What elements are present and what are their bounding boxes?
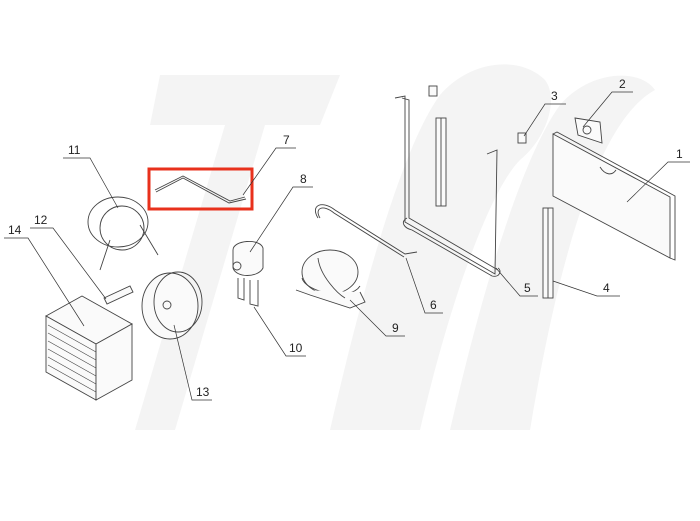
part-10-bracket (237, 278, 259, 307)
part-6-tube (315, 204, 418, 258)
part-12-filter-drier (103, 285, 134, 305)
callout-10: 10 (253, 306, 306, 357)
svg-text:1: 1 (676, 147, 683, 161)
callout-5: 5 (495, 267, 538, 297)
part-3-clip (517, 132, 527, 144)
svg-text:12: 12 (34, 213, 48, 227)
part-1-panel (552, 131, 676, 261)
svg-text:11: 11 (68, 143, 81, 157)
svg-text:8: 8 (300, 172, 307, 186)
callout-6: 6 (405, 257, 443, 314)
callout-7: 7 (242, 133, 296, 196)
part-8-fan-motor (232, 241, 264, 276)
svg-text:5: 5 (524, 281, 531, 295)
svg-text:10: 10 (289, 341, 303, 355)
part-3b-clip (428, 85, 438, 97)
callout-11: 11 (63, 143, 119, 209)
part-7-tube (154, 175, 247, 204)
part-13-fan-blade (141, 271, 203, 340)
callout-4: 4 (552, 280, 620, 297)
svg-text:7: 7 (283, 133, 290, 147)
rail-upper (435, 117, 447, 207)
callout-12: 12 (30, 213, 107, 300)
callout-2: 2 (582, 77, 633, 128)
callout-14: 14 (4, 223, 85, 327)
part-4-rail (542, 207, 554, 299)
svg-text:13: 13 (196, 385, 210, 399)
callout-9: 9 (349, 299, 405, 337)
part-5-tube-loop (394, 95, 501, 277)
svg-text:9: 9 (392, 321, 399, 335)
svg-text:4: 4 (603, 281, 610, 295)
callout-13: 13 (173, 324, 212, 401)
highlight-box-part-7 (147, 167, 254, 211)
svg-text:2: 2 (619, 77, 626, 91)
svg-text:14: 14 (8, 223, 22, 237)
part-2-bracket (574, 117, 603, 144)
svg-text:3: 3 (551, 89, 558, 103)
callout-1: 1 (626, 147, 690, 203)
callout-8: 8 (249, 172, 313, 253)
part-9-compressor (295, 249, 366, 309)
part-14-condenser (45, 295, 133, 401)
callout-3: 3 (523, 89, 566, 137)
part-11-capillary-coil (87, 196, 159, 271)
svg-text:6: 6 (430, 298, 437, 312)
